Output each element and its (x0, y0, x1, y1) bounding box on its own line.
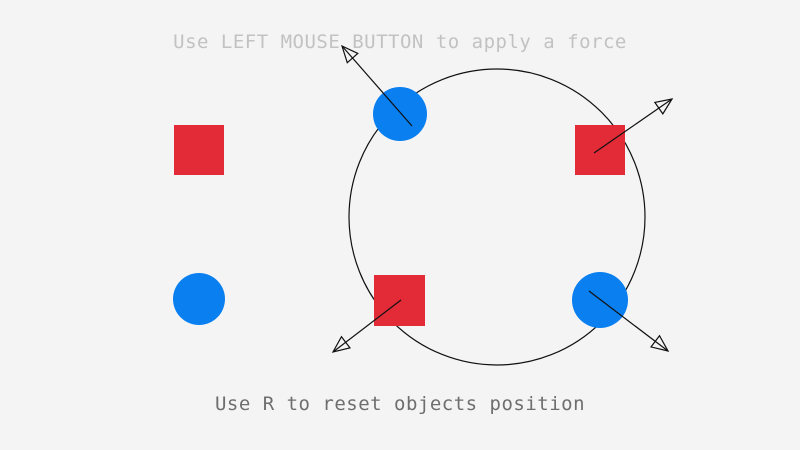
force-vector-square-bottom-center-shaft (332, 299, 402, 353)
force-vector-circle-top-center (341, 44, 413, 127)
circle-bottom-left[interactable] (173, 273, 225, 325)
hint-text-apply-force: Use LEFT MOUSE BUTTON to apply a force (173, 31, 627, 53)
force-vector-square-bottom-center-arrowhead-icon (331, 335, 351, 353)
physics-bodies-group[interactable] (173, 87, 628, 328)
square-right[interactable] (575, 125, 625, 175)
hint-text-reset-objects: Use R to reset objects position (214, 393, 586, 415)
force-vector-square-bottom-center (331, 299, 402, 353)
square-left[interactable] (174, 125, 224, 175)
constraint-circle-group (348, 68, 646, 366)
force-vector-circle-top-center-shaft (341, 45, 413, 127)
circle-top-center[interactable] (373, 87, 427, 141)
force-vector-square-right (593, 98, 674, 154)
force-vectors-group (331, 44, 674, 353)
force-vector-square-right-arrowhead-icon (653, 98, 674, 115)
force-vector-circle-bottom-right-arrowhead-icon (649, 334, 670, 352)
constraint-circle (348, 68, 646, 366)
force-vector-circle-top-center-arrowhead-icon (341, 44, 359, 64)
force-vector-circle-bottom-right (588, 290, 670, 352)
